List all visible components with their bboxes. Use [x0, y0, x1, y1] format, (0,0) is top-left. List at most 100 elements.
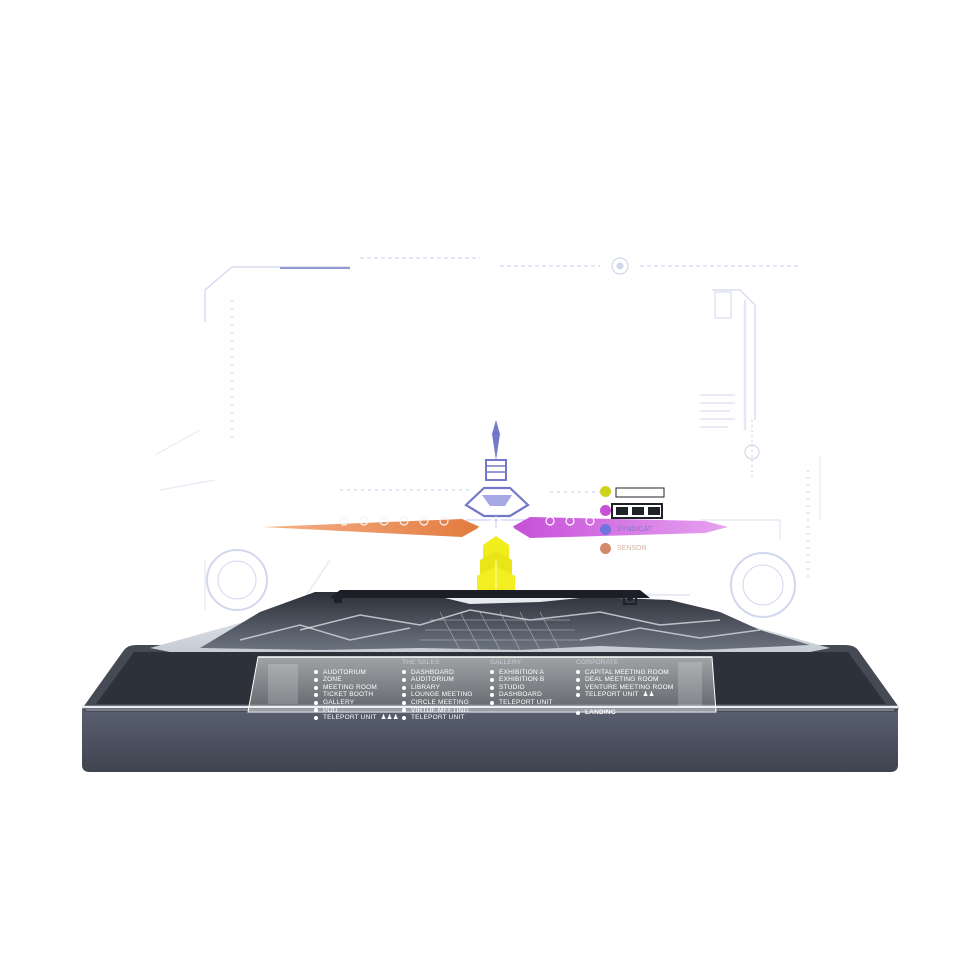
- bullet-icon: [490, 677, 494, 682]
- legend-item[interactable]: [600, 482, 652, 501]
- bullet-icon: [576, 685, 580, 690]
- legend-swatch-blue: [600, 524, 611, 535]
- hud-frame: [154, 257, 821, 621]
- menu-item[interactable]: AUDITORIUM: [314, 669, 399, 677]
- menu-panel-bg: [247, 656, 717, 713]
- menu-item[interactable]: LOUNGE MEETING: [402, 691, 473, 699]
- menu-item[interactable]: AUDITORIUM: [402, 676, 473, 684]
- legend-swatch-yellow: [600, 486, 611, 497]
- menu-column-gallery: GALLERY EXHIBITION A EXHIBITION B STUDIO…: [490, 659, 553, 707]
- menu-item-label: GALLERY: [323, 698, 355, 706]
- bullet-icon: [490, 693, 494, 698]
- bullet-icon: [402, 708, 406, 713]
- landing-button[interactable]: LANDING: [576, 709, 674, 717]
- bullet-icon: [314, 700, 318, 705]
- menu-item-label: AUDITORIUM: [411, 676, 455, 684]
- menu-item-label: DEAL MEETING ROOM: [585, 676, 659, 684]
- legend-label: SENSOR: [617, 545, 647, 552]
- bullet-icon: [490, 670, 494, 675]
- menu-item-label: MEETING ROOM: [323, 683, 378, 691]
- arm-right: [512, 516, 728, 538]
- bullet-icon: [402, 685, 406, 690]
- person-icon: ♟♟♟: [380, 714, 399, 722]
- menu-item[interactable]: CAPITAL MEETING ROOM: [576, 669, 674, 677]
- legend-swatch-magenta: [600, 505, 611, 516]
- map-legend: SYNDICAT SENSOR: [600, 482, 652, 558]
- menu-item-label: CAPITAL MEETING ROOM: [585, 668, 669, 676]
- legend-icon-group: [611, 487, 665, 519]
- menu-item-label: TELEPORT UNIT: [411, 714, 465, 722]
- bullet-icon: [314, 693, 318, 698]
- bullet-icon: [576, 670, 580, 675]
- bullet-icon: [576, 710, 580, 715]
- bullet-icon: [402, 693, 406, 698]
- arm-left: [262, 516, 480, 537]
- bullet-icon: [576, 693, 580, 698]
- menu-item[interactable]: STUDIO: [490, 684, 553, 692]
- menu-column-venue: AUDITORIUM ZONE MEETING ROOM TICKET BOOT…: [314, 659, 399, 722]
- menu-item-label: ZONE: [323, 676, 342, 684]
- menu-item-label: AUDITORIUM: [323, 668, 367, 676]
- menu-item-label: CIRCLE MEETING: [411, 698, 470, 706]
- column-heading: [314, 659, 399, 667]
- menu-item[interactable]: VIRTUE MEETING: [402, 707, 473, 715]
- landing-label: LANDING: [585, 708, 617, 716]
- legend-item[interactable]: SYNDICAT: [600, 520, 652, 539]
- menu-item-label: DASHBOARD: [499, 691, 542, 699]
- menu-item-label: LIBRARY: [411, 683, 441, 691]
- bullet-icon: [402, 715, 406, 720]
- menu-item-label: STUDIO: [499, 683, 525, 691]
- bullet-icon: [402, 677, 406, 682]
- column-heading: THE SALES: [402, 659, 440, 666]
- menu-item-label: VENTURE MEETING ROOM: [585, 683, 674, 691]
- menu-column-sales: THE SALES DASHBOARD AUDITORIUM LIBRARY L…: [402, 659, 473, 722]
- bullet-icon: [490, 700, 494, 705]
- bullet-icon: [402, 700, 406, 705]
- menu-item[interactable]: TELEPORT UNIT♟♟: [576, 691, 674, 699]
- menu-item[interactable]: EXHIBITION B: [490, 676, 553, 684]
- column-heading: GALLERY: [490, 659, 522, 666]
- menu-item[interactable]: VENTURE MEETING ROOM: [576, 684, 674, 692]
- menu-item[interactable]: DASHBOARD: [402, 669, 473, 677]
- menu-item[interactable]: TELEPORT UNIT: [402, 714, 473, 722]
- menu-item[interactable]: POD: [314, 707, 399, 715]
- bullet-icon: [490, 685, 494, 690]
- menu-item-label: DASHBOARD: [411, 668, 454, 676]
- menu-item-label: EXHIBITION B: [499, 676, 545, 684]
- bullet-icon: [314, 670, 318, 675]
- bullet-icon: [576, 677, 580, 682]
- menu-item[interactable]: GALLERY: [314, 699, 399, 707]
- menu-item-label: LOUNGE MEETING: [411, 691, 473, 699]
- bullet-icon: [314, 685, 318, 690]
- menu-item[interactable]: CIRCLE MEETING: [402, 699, 473, 707]
- bullet-icon: [314, 677, 318, 682]
- menu-item[interactable]: DASHBOARD: [490, 691, 553, 699]
- legend-item[interactable]: [600, 501, 652, 520]
- menu-item[interactable]: MEETING ROOM: [314, 684, 399, 692]
- menu-item[interactable]: TELEPORT UNIT♟♟♟: [314, 714, 399, 722]
- menu-item-label: POD: [323, 706, 338, 714]
- menu-item[interactable]: TICKET BOOTH: [314, 691, 399, 699]
- person-icon: ♟♟: [642, 691, 655, 699]
- legend-item[interactable]: SENSOR: [600, 539, 652, 558]
- bullet-icon: [314, 715, 318, 720]
- menu-item-label: TICKET BOOTH: [323, 691, 374, 699]
- menu-item[interactable]: EXHIBITION A: [490, 669, 553, 677]
- legend-swatch-orange: [600, 543, 611, 554]
- menu-item-label: VIRTUE MEETING: [411, 706, 469, 714]
- menu-item-label: EXHIBITION A: [499, 668, 545, 676]
- menu-item-label: TELEPORT UNIT: [323, 714, 377, 722]
- beacon-tower: [464, 420, 530, 528]
- bullet-icon: [402, 670, 406, 675]
- menu-column-corporate: CORPORATE CAPITAL MEETING ROOM DEAL MEET…: [576, 659, 674, 717]
- menu-item[interactable]: TELEPORT UNIT: [490, 699, 553, 707]
- menu-item[interactable]: ZONE: [314, 676, 399, 684]
- map-terrain: [150, 590, 830, 652]
- menu-item[interactable]: LIBRARY: [402, 684, 473, 692]
- bullet-icon: [314, 708, 318, 713]
- menu-item[interactable]: DEAL MEETING ROOM: [576, 676, 674, 684]
- legend-label: SYNDICAT: [617, 526, 652, 533]
- menu-item-label: TELEPORT UNIT: [585, 691, 639, 699]
- menu-item-label: TELEPORT UNIT: [499, 698, 553, 706]
